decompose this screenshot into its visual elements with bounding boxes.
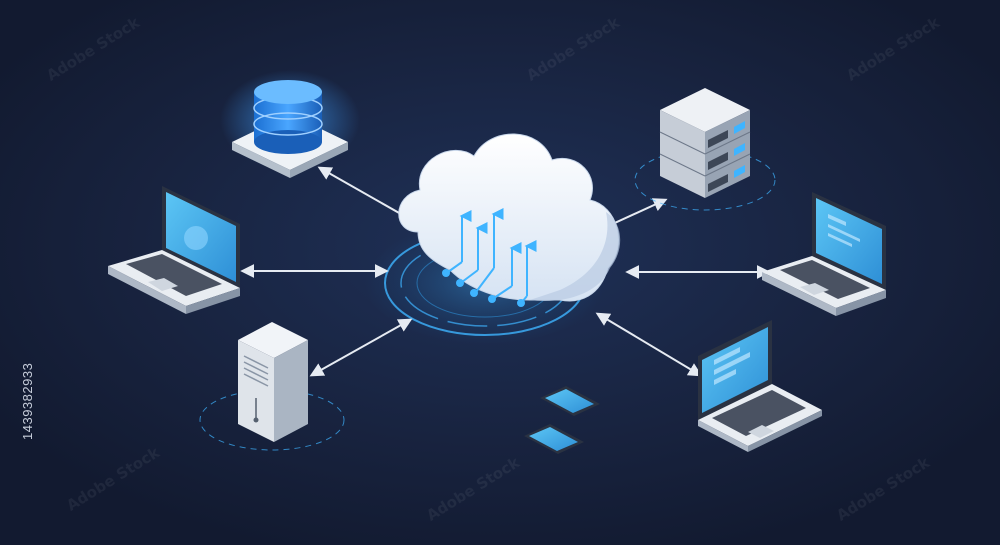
stock-id-watermark: 1439382933 bbox=[6, 300, 24, 440]
stock-id-text: 1439382933 bbox=[20, 363, 35, 440]
